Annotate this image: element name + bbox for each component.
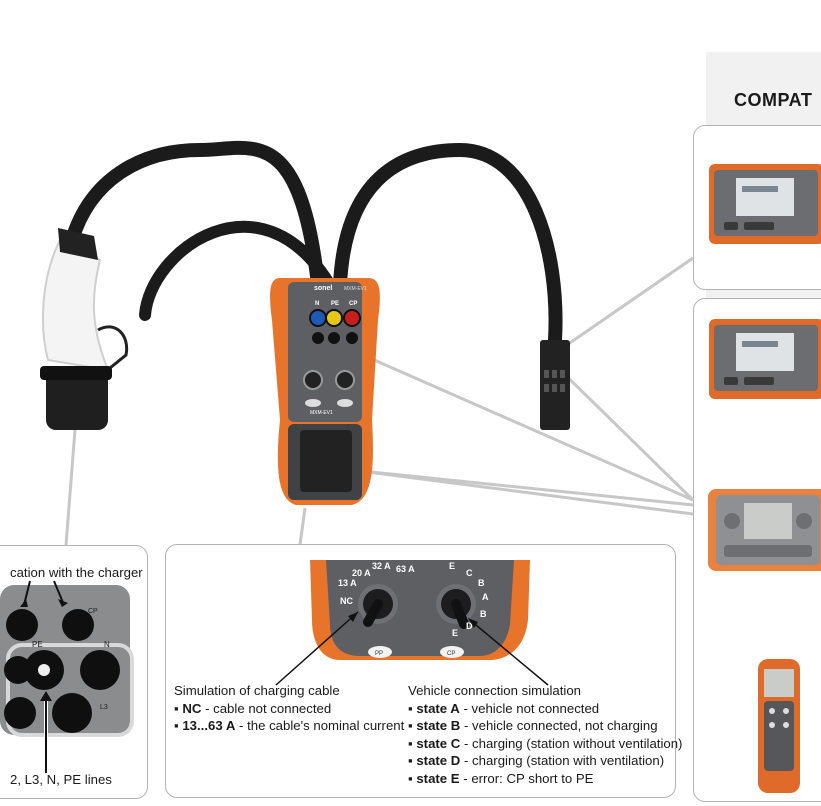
compatible-meters-heading: COMPAT xyxy=(734,90,813,110)
socket-pe xyxy=(325,309,343,327)
pp-label-32a: 32 A xyxy=(372,561,391,571)
cable-left xyxy=(65,140,325,292)
cable-simulation-heading: Simulation of charging cable xyxy=(174,683,340,698)
adapter-illustration: sonel MXM-EV1 N PE CP MXM-EV1 xyxy=(40,140,695,546)
pin-label-l3: L3 xyxy=(100,704,108,711)
meter-image-1 xyxy=(709,164,821,244)
connector-top-caption: cation with the charger xyxy=(10,565,143,580)
cp-label-b: B xyxy=(480,609,487,619)
connector-bottom-caption: 2, L3, N, PE lines xyxy=(10,772,112,787)
meter-card-2 xyxy=(693,298,821,802)
knob-closeup: PP CP 20 A 32 A 63 A 13 A NC E C B A B D… xyxy=(310,560,530,660)
state-c-item: ▪ state C - charging (station without ve… xyxy=(408,735,683,751)
socket-n xyxy=(309,309,327,327)
brand-logo: sonel xyxy=(314,285,332,292)
cp-label-c: C xyxy=(466,568,473,578)
pin-label-cp: CP xyxy=(88,608,98,615)
meter-images xyxy=(708,319,821,793)
callout-arrows xyxy=(275,611,549,686)
pp-label-nc: NC xyxy=(340,596,353,606)
connector-face-illustration: PE N CP L3 xyxy=(0,580,134,773)
leader-lines xyxy=(64,256,695,546)
vehicle-simulation-text: Vehicle connection simulation ▪ state A … xyxy=(408,682,682,788)
cp-label-e-bottom: E xyxy=(452,628,458,638)
pp-label-63a: 63 A xyxy=(396,564,415,574)
pp-label-13a: 13 A xyxy=(338,578,357,588)
state-b-item: ▪ state B - vehicle connected, not charg… xyxy=(408,718,658,734)
socket-label-n: N xyxy=(315,301,319,307)
cp-label-d: D xyxy=(466,621,473,631)
state-a-item: ▪ state A - vehicle not connected xyxy=(408,700,600,716)
cp-label-b-top: B xyxy=(478,578,485,588)
pp-knob-small xyxy=(303,370,323,390)
socket-label-cp: CP xyxy=(349,301,357,307)
cp-label-e-top: E xyxy=(449,561,455,571)
socket-cp xyxy=(343,309,361,327)
model-label-top: MXM-EV1 xyxy=(344,286,367,292)
pp-button-label: PP xyxy=(375,651,383,657)
pin-label-pe: PE xyxy=(32,640,43,649)
meter-card-1 xyxy=(693,125,821,290)
cable-item-current: ▪ 13...63 A - the cable's nominal curren… xyxy=(174,718,405,734)
ev-charging-plug xyxy=(42,238,110,372)
cp-label-a: A xyxy=(482,592,489,602)
state-e-item: ▪ state E - error: CP short to PE xyxy=(408,770,594,786)
cable-item-nc: ▪ NC - cable not connected xyxy=(174,700,332,716)
model-label: MXM-EV1 xyxy=(310,410,333,416)
socket-label-pe: PE xyxy=(331,301,339,307)
state-d-item: ▪ state D - charging (station with venti… xyxy=(408,753,665,769)
cable-right xyxy=(333,142,563,347)
pp-label-20a: 20 A xyxy=(352,568,371,578)
vehicle-simulation-heading: Vehicle connection simulation xyxy=(408,683,582,698)
cable-simulation-text: Simulation of charging cable ▪ NC - cabl… xyxy=(174,682,404,735)
cp-knob-small xyxy=(335,370,355,390)
pin-label-n: N xyxy=(104,640,110,649)
cp-button-label: CP xyxy=(447,651,455,657)
